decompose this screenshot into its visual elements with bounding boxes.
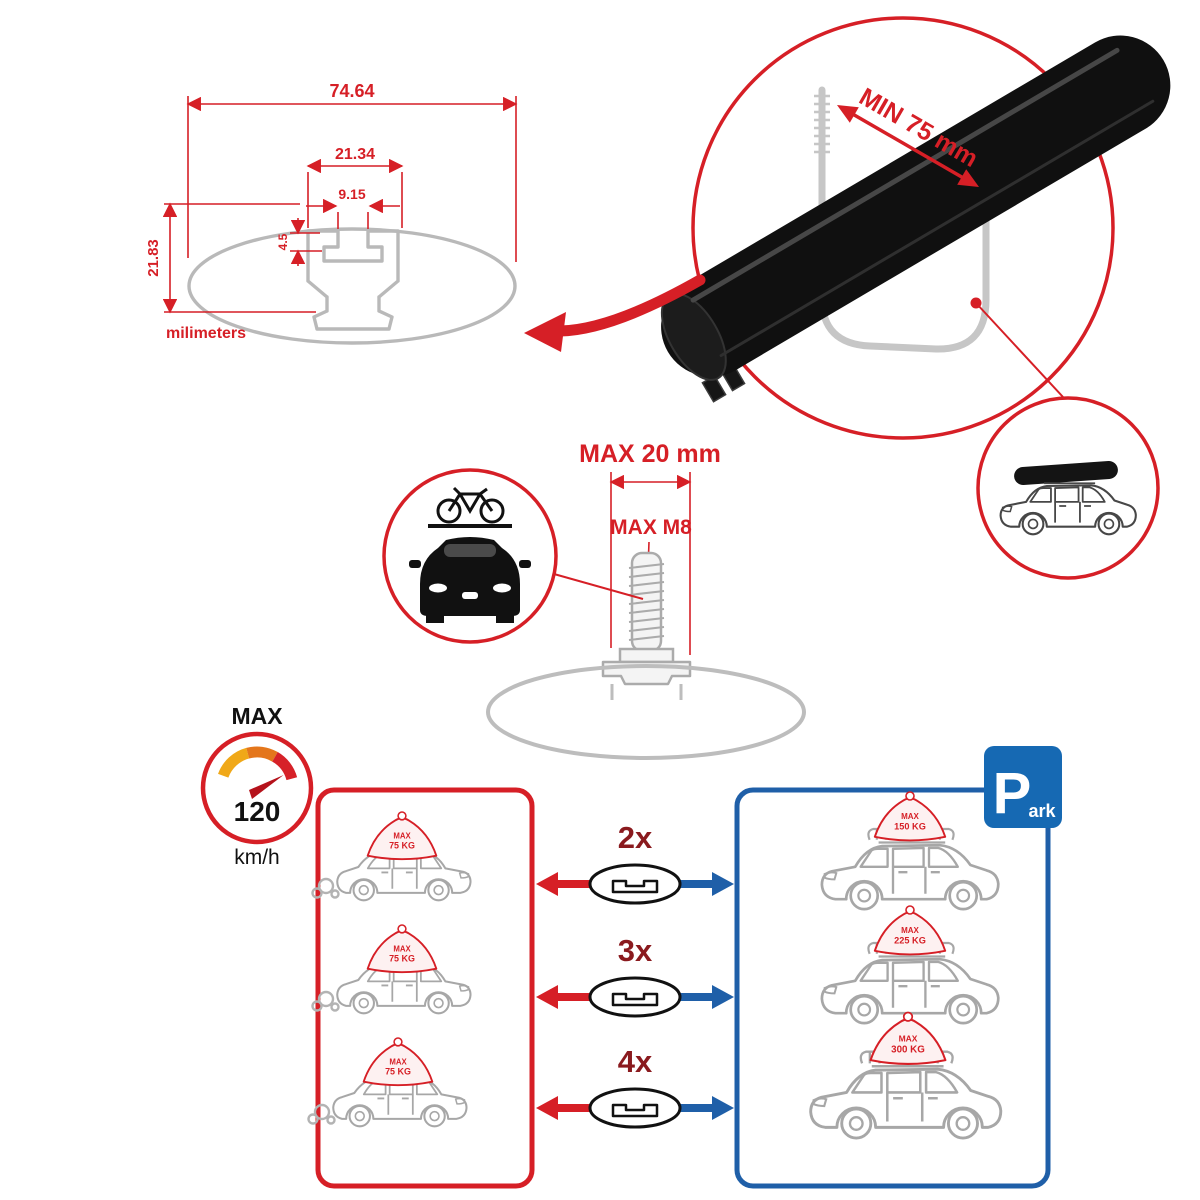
dim-lip-depth: 4.5 [276,233,290,250]
profile-ellipse [588,863,682,905]
suv-roofbox-circle [976,396,1160,580]
bar-outline-ellipse [187,227,517,345]
zoom-arrowhead [524,312,566,352]
crossbar-image [660,35,1171,403]
cargo-max-label: MAX 75 KG [366,924,438,974]
bar-outline-ellipse-bottom [486,664,806,760]
gauge-arc-orange [246,746,278,762]
svg-text:MAX: MAX [389,1058,407,1067]
arrowhead [957,169,980,187]
crossbar-closeup: MIN 75 mm [524,16,1171,440]
bar-count: 3x [618,933,653,968]
max-length-label: MAX 20 mm [579,440,721,468]
svg-text:150 KG: 150 KG [894,822,926,832]
arrowhead [836,105,859,123]
profile-ellipse [588,1087,682,1129]
max-thread-label: MAX M8 [610,516,692,539]
gauge-needle [249,775,284,799]
bolt-detail: MAX 20 mm MAX M8 [382,440,806,760]
zoom-arrow-icon [554,274,706,337]
cargo-max-label: MAX 75 KG [366,811,438,861]
park-sign-plate [984,746,1062,828]
cargo-max-label: MAX 150 KG [873,791,947,842]
slot-walls [610,684,683,700]
bar-count: 2x [618,820,653,855]
profile-ellipse [588,976,682,1018]
gauge-arc-yellow [218,747,250,778]
svg-text:MAX: MAX [393,945,411,954]
circle-leader-line [553,573,644,600]
park-sign: P ark [984,746,1062,828]
dim-channel-width: 21.34 [335,146,375,163]
bar-lowlight [719,99,1155,358]
cargo-max-label: MAX 300 KG [869,1011,947,1065]
svg-text:MAX: MAX [899,1033,918,1043]
dim-total-width: 74.64 [329,81,374,101]
profile-dimension-drawing: 74.64 21.34 9.15 4.5 21.83 milimeters [145,81,518,345]
svg-text:75 KG: 75 KG [389,841,415,851]
svg-text:225 KG: 225 KG [894,936,926,946]
cargo-max-label: MAX 75 KG [362,1037,434,1087]
bike-car-circle [382,468,558,644]
svg-text:MAX: MAX [393,832,411,841]
svg-text:75 KG: 75 KG [389,954,415,964]
speed-value: 120 [234,796,281,827]
min-span-line [851,112,965,180]
capacity-row-2: MAX 75 KG 3x MAX 225 KG [311,905,1000,1025]
svg-text:MAX: MAX [901,926,919,935]
speed-limit-gauge: MAX 120 km/h [200,703,314,869]
arrowhead-right [712,872,734,896]
clamp-hoop-icon [818,86,990,353]
units-label: milimeters [166,325,246,342]
speed-unit: km/h [234,846,280,869]
gauge-arc-red [271,752,298,781]
park-suffix: ark [1028,801,1056,821]
park-initial: P [993,761,1032,826]
arrowhead-left [536,985,558,1009]
svg-text:MAX: MAX [901,812,919,821]
cargo-max-label: MAX 225 KG [873,905,947,956]
bicycle-icon [436,486,505,524]
dim-slot-width: 9.15 [338,186,365,202]
bar-body [661,35,1171,377]
arrowhead-right [712,1096,734,1120]
capacity-row-3: MAX 75 KG 4x MAX 300 KG [307,1011,1003,1140]
svg-text:75 KG: 75 KG [385,1067,411,1077]
profile-cross-section [306,229,400,331]
speed-max-label: MAX [231,703,283,729]
bar-highlight [690,47,1120,303]
callout-line [975,302,1064,398]
svg-text:300 KG: 300 KG [891,1044,925,1055]
car-front-icon [409,537,531,623]
arrowhead-left [536,872,558,896]
arrowhead-right [712,985,734,1009]
bar-count: 4x [618,1044,653,1079]
dim-height: 21.83 [145,239,162,277]
arrowhead-left [536,1096,558,1120]
roof-box-icon [1014,461,1118,485]
capacity-row-1: MAX 75 KG 2x MAX 150 KG [311,791,1000,911]
